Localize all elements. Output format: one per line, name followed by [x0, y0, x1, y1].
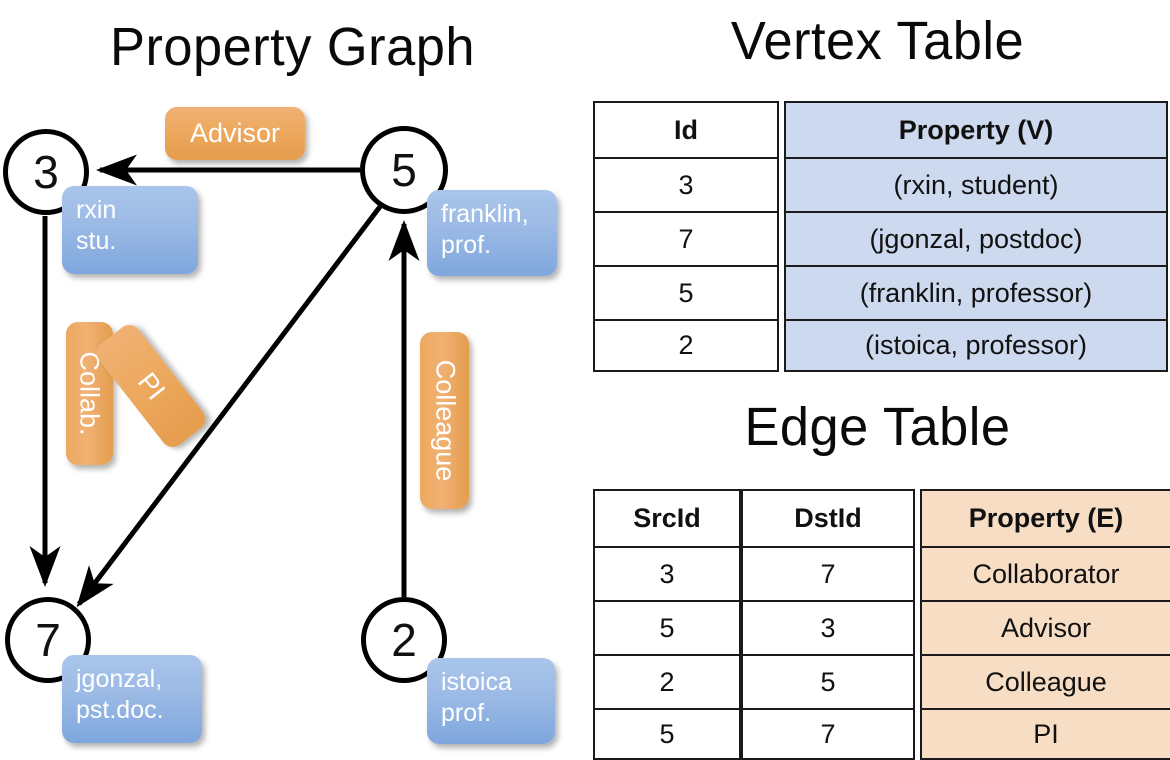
vertex-callout-5-line1: franklin, — [441, 200, 529, 228]
table-cell: 5 — [743, 656, 913, 710]
edge-callout-advisor[interactable]: Advisor — [165, 107, 305, 160]
edge-callout-advisor-label: Advisor — [189, 118, 281, 148]
table-cell: (rxin, student) — [786, 159, 1166, 213]
vertex-table-header-property: Property (V) — [786, 103, 1166, 159]
vertex-callout-2-line1: istoica — [441, 668, 512, 696]
table-cell: PI — [922, 710, 1170, 758]
table-cell: 7 — [743, 710, 913, 758]
page-title-edge-table: Edge Table — [744, 397, 1011, 457]
graph-node-5[interactable]: 5 — [360, 126, 448, 214]
table-cell: (franklin, professor) — [786, 267, 1166, 321]
vertex-callout-3-line1: rxin — [76, 196, 117, 224]
edge-callout-colleague-label: Colleague — [430, 359, 460, 482]
graph-node-2[interactable]: 2 — [361, 597, 447, 683]
vertex-callout-7-line2: pst.doc. — [76, 695, 164, 724]
table-cell: Advisor — [922, 602, 1170, 656]
vertex-callout-3-line2: stu. — [76, 226, 117, 255]
vertex-callout-2[interactable]: istoica prof. — [427, 658, 555, 744]
vertex-callout-5[interactable]: franklin, prof. — [427, 190, 557, 276]
graph-edges-layer — [29, 154, 420, 608]
table-cell: 3 — [595, 159, 777, 213]
vertex-callout-7-line1: jgonzal, — [76, 665, 163, 693]
table-cell: 7 — [595, 213, 777, 267]
table-cell: 5 — [595, 267, 777, 321]
edge-table-dstid-column: DstId 7 3 5 7 — [741, 489, 915, 760]
edge-callout-collab-label: Collab. — [75, 351, 106, 436]
edge-table-header-property: Property (E) — [922, 491, 1170, 548]
edge-table-header-dstid: DstId — [743, 491, 913, 548]
page-title-vertex-table: Vertex Table — [730, 11, 1025, 71]
table-cell: 2 — [595, 321, 777, 370]
vertex-callout-3[interactable]: rxin stu. — [62, 186, 198, 274]
edge-callout-pi-label: PI — [131, 366, 172, 405]
table-cell: (jgonzal, postdoc) — [786, 213, 1166, 267]
table-cell: 3 — [743, 602, 913, 656]
page-title-property-graph: Property Graph — [110, 17, 475, 77]
vertex-callout-7[interactable]: jgonzal, pst.doc. — [62, 655, 202, 743]
table-cell: 3 — [595, 548, 739, 602]
edge-table-header-srcid: SrcId — [595, 491, 739, 548]
table-cell: 2 — [595, 656, 739, 710]
vertex-callout-2-line2: prof. — [441, 698, 492, 727]
vertex-table-property-column: Property (V) (rxin, student) (jgonzal, p… — [784, 101, 1168, 372]
edge-5-to-7 — [76, 202, 384, 608]
table-cell: Collaborator — [922, 548, 1170, 602]
vertex-table-id-column: Id 3 7 5 2 — [593, 101, 779, 372]
edge-table-property-column: Property (E) Collaborator Advisor Collea… — [920, 489, 1170, 760]
table-cell: Colleague — [922, 656, 1170, 710]
graph-node-7-label: 7 — [35, 614, 61, 666]
vertex-table-header-id: Id — [595, 103, 777, 159]
table-cell: 7 — [743, 548, 913, 602]
graph-node-3-label: 3 — [33, 146, 59, 198]
property-graph-diagram: 3 5 7 2 rxin stu. franklin, prof. jgonza… — [3, 107, 557, 744]
table-cell: 5 — [595, 710, 739, 758]
table-cell: 5 — [595, 602, 739, 656]
graph-node-2-label: 2 — [391, 614, 417, 666]
edge-callout-colleague[interactable]: Colleague — [420, 332, 469, 509]
table-cell: (istoica, professor) — [786, 321, 1166, 370]
edge-table-srcid-column: SrcId 3 5 2 5 — [593, 489, 741, 760]
graph-node-5-label: 5 — [391, 144, 417, 196]
vertex-callout-5-line2: prof. — [441, 230, 492, 259]
